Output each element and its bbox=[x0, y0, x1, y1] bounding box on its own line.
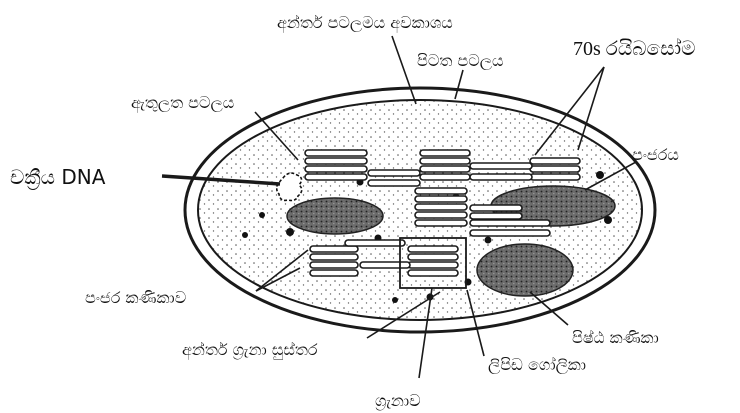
thylakoid-disc bbox=[408, 262, 458, 268]
thylakoid-disc bbox=[415, 220, 467, 226]
label-intermembrane-space: අන්තර් පටලමය අවකාශය bbox=[277, 13, 453, 33]
thylakoid-disc bbox=[470, 213, 522, 219]
thylakoid-disc bbox=[415, 212, 467, 218]
label-circular-dna: චක්‍රීය DNA bbox=[10, 165, 106, 190]
label-stroma-lamellae: පංජර කණිකාව bbox=[85, 288, 186, 307]
thylakoid-disc bbox=[305, 150, 367, 156]
label-inner-membrane: ඇතුලත පටලය bbox=[131, 93, 234, 113]
label-starch-grain: පිෂ්ඨ කණිකා bbox=[572, 328, 659, 347]
thylakoid-disc bbox=[530, 158, 580, 164]
starch-grain-1 bbox=[287, 198, 383, 234]
thylakoid-disc bbox=[420, 150, 470, 156]
thylakoid-disc bbox=[310, 262, 358, 268]
thylakoid-disc bbox=[530, 174, 580, 180]
thylakoid-disc bbox=[408, 270, 458, 276]
thylakoid-disc bbox=[530, 166, 580, 172]
label-lipid-droplet: ලිපිඩ ගෝලිකා bbox=[488, 355, 586, 375]
thylakoid-disc bbox=[310, 246, 358, 252]
label-intergranal-lamellae: අන්තර් ග්‍රැනා සුස්තර bbox=[182, 340, 318, 360]
thylakoid-disc bbox=[305, 158, 367, 164]
thylakoid-disc bbox=[310, 254, 358, 260]
thylakoid-disc bbox=[415, 188, 467, 194]
thylakoid-disc bbox=[420, 158, 470, 164]
thylakoid-disc bbox=[420, 174, 470, 180]
thylakoid-disc bbox=[470, 205, 522, 211]
thylakoid-disc bbox=[415, 196, 467, 202]
starch-grain-3 bbox=[477, 244, 573, 296]
label-ribosomes: 70s රයිබසෝම bbox=[573, 37, 696, 60]
thylakoid-disc bbox=[305, 174, 367, 180]
label-stroma: පංජරය bbox=[632, 145, 679, 164]
thylakoid-disc bbox=[408, 246, 458, 252]
thylakoid-disc bbox=[408, 254, 458, 260]
label-granum: ග්‍රැනාව bbox=[375, 391, 421, 411]
thylakoid-disc bbox=[310, 270, 358, 276]
label-outer-membrane: පිටත පටලය bbox=[417, 51, 503, 71]
thylakoid-disc bbox=[420, 166, 470, 172]
thylakoid-disc bbox=[415, 204, 467, 210]
thylakoid-disc bbox=[305, 166, 367, 172]
